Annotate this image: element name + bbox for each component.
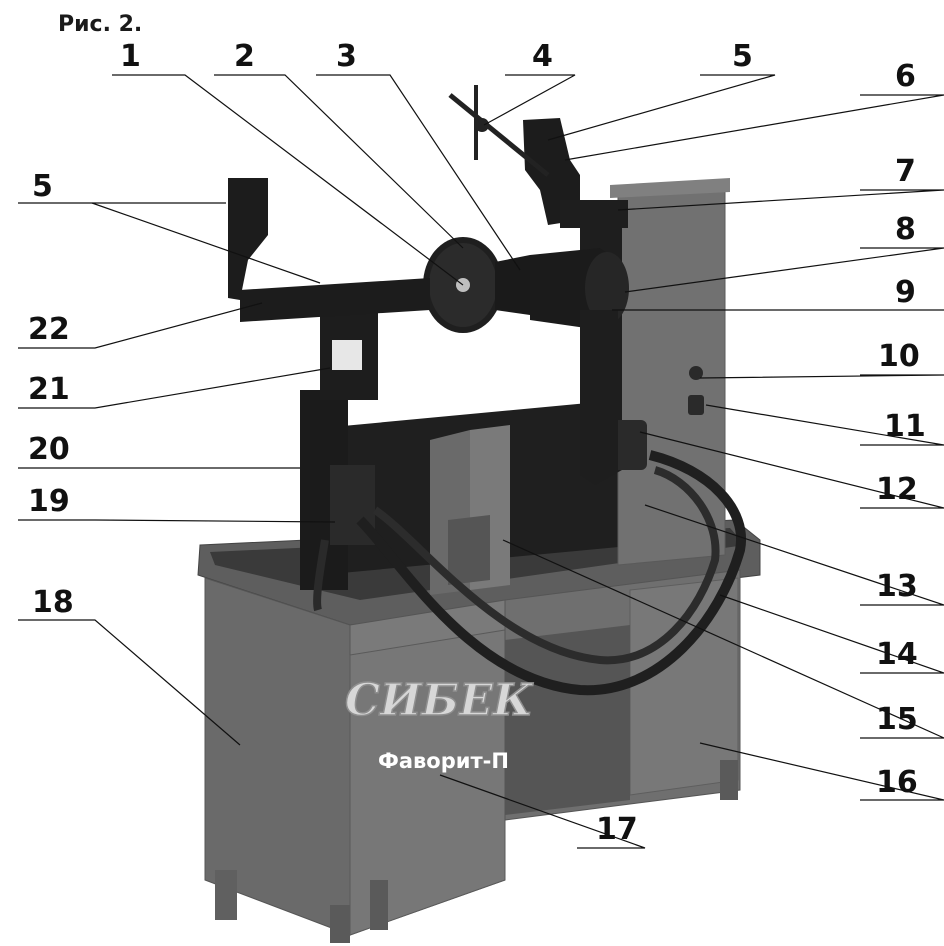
callout-18: 18	[32, 585, 74, 620]
callout-2: 2	[234, 39, 255, 74]
callout-16: 16	[876, 765, 918, 800]
callout-14: 14	[876, 637, 918, 672]
callout-22: 22	[28, 312, 70, 347]
callout-10: 10	[878, 339, 920, 374]
callout-7: 7	[895, 154, 916, 189]
callout-17: 17	[596, 812, 638, 847]
callout-20: 20	[28, 432, 70, 467]
callout-8: 8	[895, 212, 916, 247]
callout-15: 15	[876, 702, 918, 737]
callout-21: 21	[28, 372, 70, 407]
callout-3: 3	[336, 39, 357, 74]
callout-13: 13	[876, 569, 918, 604]
machine-illustration: СИБЕК Фаворит-П	[197, 85, 761, 943]
callout-12: 12	[876, 472, 918, 507]
callout-19: 19	[28, 484, 70, 519]
leader-lines	[18, 74, 944, 849]
callout-5-left: 5	[32, 169, 53, 204]
callout-9: 9	[895, 275, 916, 310]
callout-4: 4	[532, 39, 553, 74]
callout-1: 1	[120, 39, 141, 74]
callout-11: 11	[884, 409, 926, 444]
figure-caption: Рис. 2.	[58, 12, 143, 37]
callout-5-right: 5	[732, 39, 753, 74]
brand-model-label: Фаворит-П	[378, 749, 509, 773]
callout-6: 6	[895, 59, 916, 94]
brand-logo: СИБЕК	[345, 675, 534, 726]
